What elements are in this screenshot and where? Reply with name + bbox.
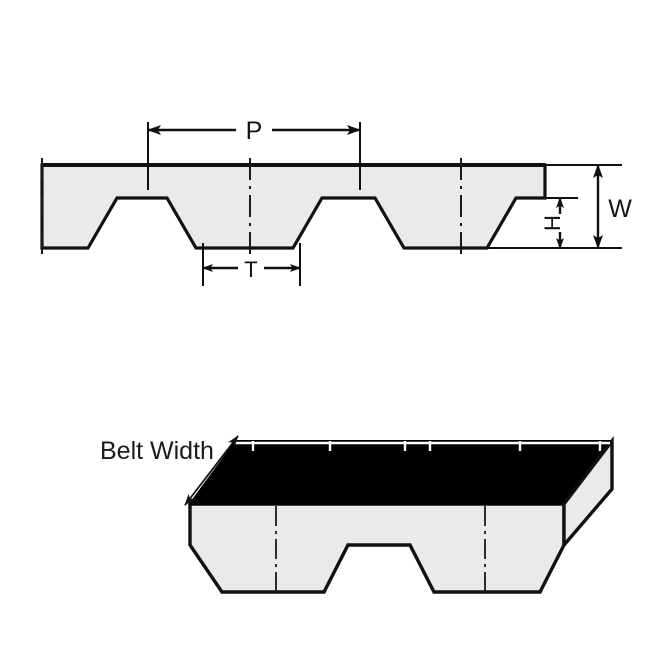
dimension-label-belt-width: Belt Width (100, 437, 214, 465)
belt-iso-right-face (562, 435, 614, 550)
cross-section-view: P T H W (40, 117, 632, 286)
belt-body-fill (40, 163, 547, 250)
belt-iso-top-edge-ticks (234, 441, 610, 451)
dimension-label-w: W (608, 195, 632, 223)
dimension-label-t: T (244, 257, 257, 282)
dimension-label-h: H (540, 215, 565, 231)
dimension-label-p: P (246, 117, 263, 145)
belt-iso-front (188, 502, 566, 594)
isometric-belt-view: Belt Width (100, 435, 615, 594)
dimension-line-belt-width (184, 435, 239, 506)
